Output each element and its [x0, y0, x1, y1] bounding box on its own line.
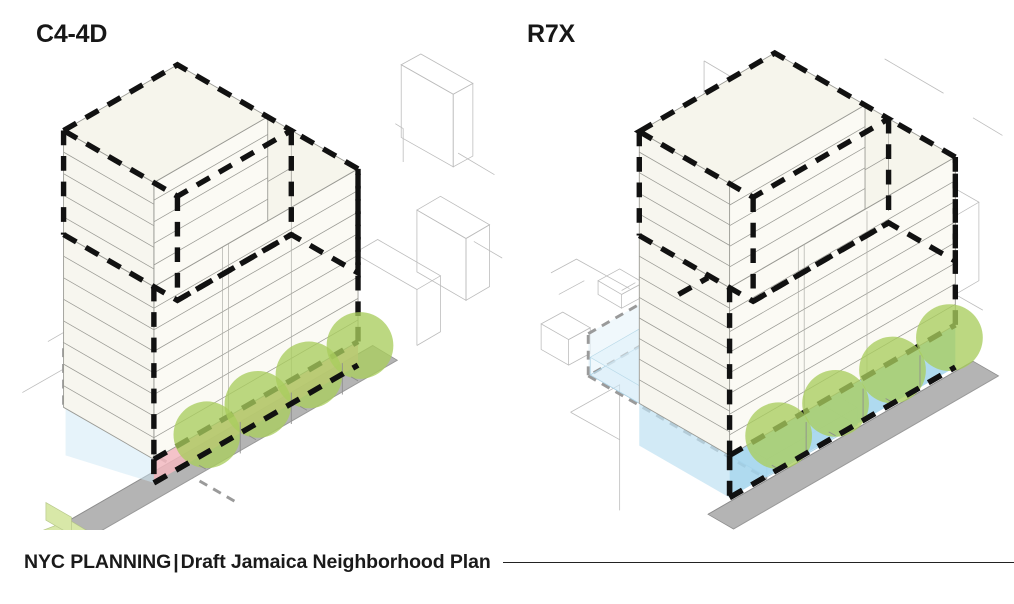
panel-c4-4d: C4-4D [0, 0, 507, 530]
street-trees-left [173, 312, 394, 469]
massing-diagram-r7x [507, 0, 1014, 530]
footer-rule [502, 561, 1014, 563]
footer-separator: | [173, 550, 179, 573]
sidewalk-joints-left [198, 363, 359, 470]
sidewalk-strip-right [707, 360, 1000, 530]
footer-brand: NYC PLANNING [24, 550, 172, 573]
footer: NYC PLANNING|Draft Jamaica Neighborhood … [0, 530, 1014, 604]
footer-subtitle: Draft Jamaica Neighborhood Plan [180, 550, 491, 573]
panel-r7x: R7X [507, 0, 1014, 530]
panels-container: C4-4D [0, 0, 1014, 530]
massing-svg-left [22, 53, 503, 530]
street-trees-right [745, 304, 983, 470]
footer-caption: NYC PLANNING|Draft Jamaica Neighborhood … [24, 551, 491, 574]
panel-title-left: C4-4D [36, 20, 108, 48]
zoning-envelope-front-right [726, 364, 957, 500]
massing-svg-right [540, 49, 1003, 530]
panel-title-right: R7X [527, 20, 576, 48]
zoning-envelope-front-left [151, 362, 360, 486]
massing-diagram-c4-4d [0, 0, 507, 530]
